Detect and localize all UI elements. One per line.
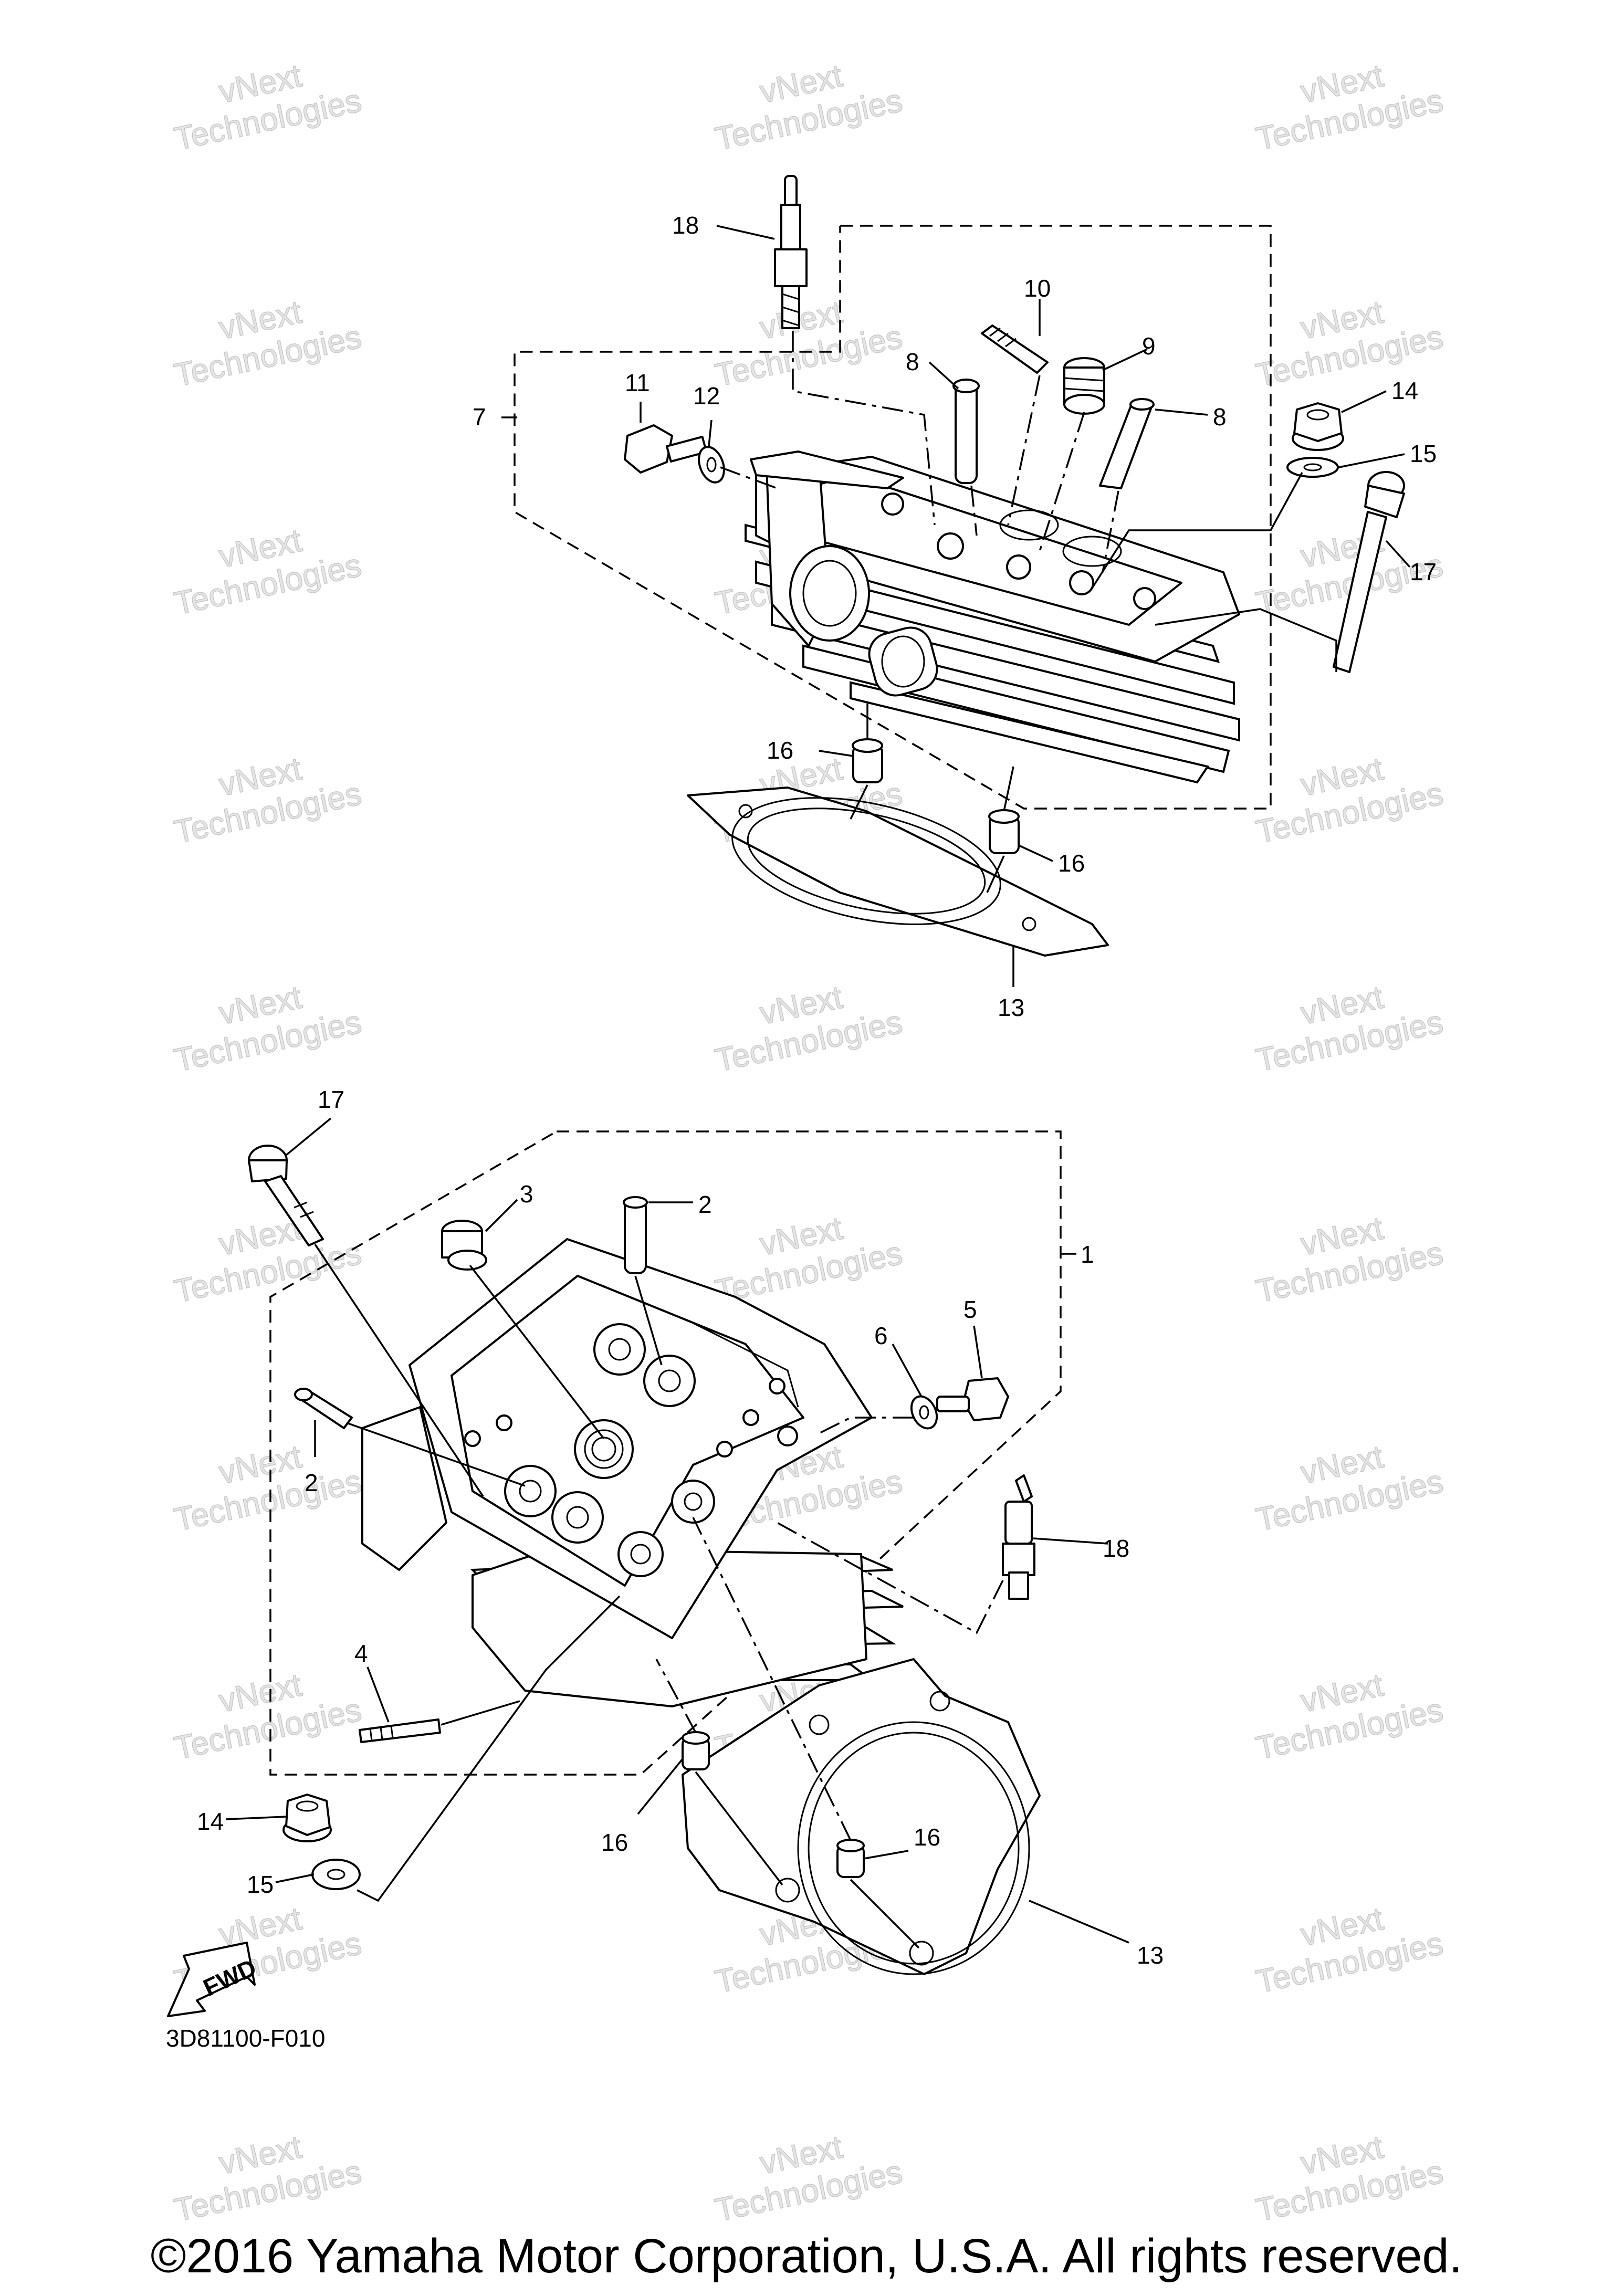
callout-17-bottom: 17: [318, 1086, 344, 1113]
top-head-assembly: [501, 175, 1411, 987]
callout-2-left: 2: [305, 1469, 318, 1496]
dowel-pin-bottom-2: [836, 1839, 865, 1878]
callout-18-bottom: 18: [1103, 1535, 1129, 1562]
head-bolt-top: [1333, 471, 1405, 673]
plug-3: [441, 1220, 487, 1271]
callout-6: 6: [874, 1322, 888, 1349]
callout-14-bottom: 14: [197, 1808, 224, 1835]
callout-18-top: 18: [672, 212, 699, 239]
callout-13-top: 13: [998, 994, 1024, 1021]
callout-3: 3: [520, 1180, 533, 1208]
callout-1: 1: [1081, 1241, 1094, 1268]
callout-17-top: 17: [1410, 558, 1437, 585]
callout-16-bottom-left: 16: [601, 1829, 628, 1856]
copyright-notice: ©2016 Yamaha Motor Corporation, U.S.A. A…: [150, 2229, 1463, 2283]
callout-2-upper: 2: [698, 1191, 712, 1218]
callout-16-top-left: 16: [767, 737, 793, 764]
callout-11: 11: [625, 369, 650, 396]
front-cylinder-head: [361, 1238, 904, 1707]
washer-top: [1286, 457, 1339, 478]
rear-cylinder-head: [745, 450, 1240, 784]
valve-guide-8-right: [1099, 398, 1155, 489]
callout-16-bottom-right: 16: [914, 1823, 940, 1851]
bottom-head-assembly: FWD: [167, 1117, 1129, 2017]
dowel-pin-bottom-1: [682, 1731, 710, 1770]
flange-nut-top: [1292, 402, 1344, 451]
union-bolt-5: [936, 1377, 1009, 1421]
spark-plug-bottom: [1002, 1474, 1035, 1600]
callout-12: 12: [693, 382, 720, 410]
dowel-pin-top-2: [988, 809, 1020, 854]
callout-labels-bottom: 17 3 2 1 6 5 2 18 4 14 15 16 16 13: [197, 1086, 1164, 1969]
callout-15-bottom: 15: [247, 1871, 274, 1898]
spark-plug-top: [774, 175, 808, 329]
callout-13-bottom: 13: [1137, 1942, 1164, 1969]
washer-bottom: [311, 1859, 361, 1890]
callout-labels-top: 18 10 9 8 8 7 11 12 14 15 17 16 16 13: [473, 212, 1437, 1021]
callout-8-left: 8: [906, 348, 919, 375]
washer-6: [910, 1395, 938, 1430]
fwd-arrow-icon: FWD: [167, 1942, 260, 2017]
group-7-boundary: [514, 225, 1272, 810]
stud-bolt-10: [981, 324, 1049, 374]
callout-10: 10: [1024, 275, 1051, 302]
diagram-reference-code: 3D81100-F010: [166, 2025, 326, 2052]
head-gasket-bottom: [682, 1658, 1041, 1975]
callout-5: 5: [963, 1296, 977, 1323]
callout-7: 7: [473, 403, 486, 431]
washer-12: [698, 446, 725, 484]
callout-8-right: 8: [1213, 403, 1227, 431]
head-bolt-bottom: [248, 1145, 324, 1246]
callout-9: 9: [1142, 332, 1156, 360]
flange-nut-bottom: [282, 1794, 332, 1842]
head-gasket-top: [687, 787, 1109, 957]
callout-16-top-right: 16: [1058, 850, 1085, 877]
union-bolt-11: [624, 424, 708, 474]
callout-14-top: 14: [1391, 377, 1418, 404]
group-1-boundary: [269, 1130, 1062, 1776]
valve-guide-2-upper: [623, 1196, 648, 1274]
dowel-pin-top-1: [852, 738, 883, 783]
valve-guide-2-left: [294, 1388, 353, 1429]
callout-4: 4: [354, 1640, 368, 1667]
valve-guide-8-left: [952, 379, 980, 484]
stud-bolt-4: [359, 1718, 441, 1743]
callout-15-top: 15: [1410, 440, 1437, 467]
threaded-plug-9: [1063, 357, 1105, 415]
